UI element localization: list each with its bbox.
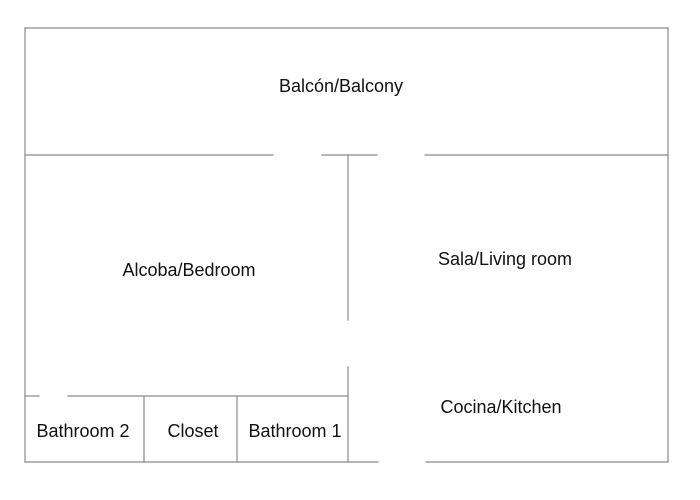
- room-labels: Balcón/Balcony Alcoba/Bedroom Sala/Livin…: [36, 76, 572, 441]
- bathroom-1-label: Bathroom 1: [248, 421, 341, 441]
- closet-label: Closet: [167, 421, 218, 441]
- kitchen-label: Cocina/Kitchen: [440, 397, 561, 417]
- bedroom-label: Alcoba/Bedroom: [122, 260, 255, 280]
- living-room-label: Sala/Living room: [438, 249, 572, 269]
- bathroom-closet-walls: [24, 395, 349, 463]
- balcony-label: Balcón/Balcony: [279, 76, 403, 96]
- bathroom-2-label: Bathroom 2: [36, 421, 129, 441]
- outer-walls: [24, 27, 669, 463]
